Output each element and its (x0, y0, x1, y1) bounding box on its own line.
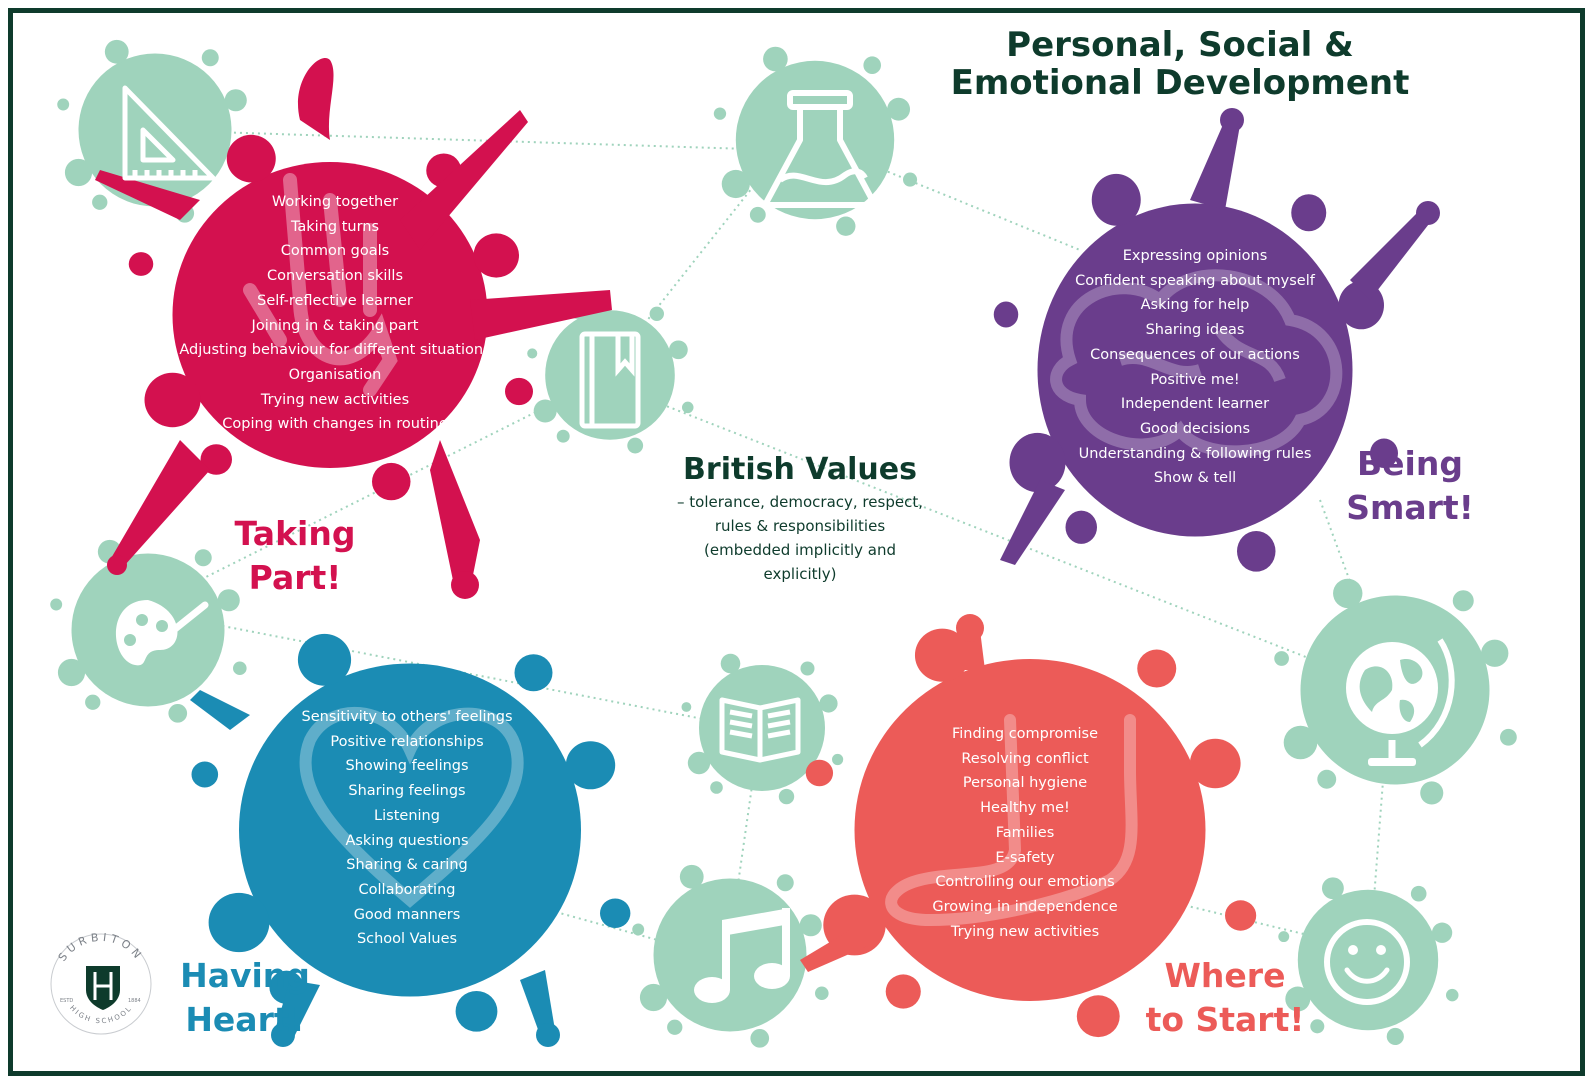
logo-year: 1884 (128, 998, 141, 1004)
taking-part-label: Taking Part! (200, 512, 390, 600)
list-item: Asking questions (345, 832, 469, 849)
list-item: Collaborating (358, 881, 456, 898)
splat-having-heart (190, 633, 631, 1047)
where-to-start-label-line-1: Where (1164, 956, 1286, 995)
where-to-start-label-line-2: to Start! (1145, 1000, 1305, 1039)
list-item: Asking for help (1140, 297, 1250, 314)
list-item: Organisation (288, 366, 382, 383)
school-logo: SURBITON HIGH SCHOOL ESTD 1884 (50, 931, 152, 1035)
list-item: Trying new activities (950, 923, 1100, 940)
smiley-icon (1324, 919, 1410, 1005)
list-item: Understanding & following rules (1078, 445, 1312, 462)
list-item: Sensitivity to others' feelings (301, 709, 513, 725)
foot-icon (885, 714, 1138, 927)
icon-splat-music (632, 864, 829, 1048)
flask-icon (762, 90, 878, 208)
page-title: Personal, Social & Emotional Development (940, 26, 1420, 102)
list-item: Good manners (353, 906, 461, 923)
being-smart-label: Being Smart! (1320, 442, 1500, 530)
logo-name-text: SURBITON (56, 931, 146, 964)
list-item: Sharing & caring (346, 857, 468, 874)
page-frame (8, 8, 1585, 1076)
list-item: E-safety (995, 849, 1055, 866)
list-item: Sharing feelings (348, 783, 466, 800)
open-book-icon (719, 697, 801, 763)
list-item: Conversation skills (266, 268, 404, 285)
having-heart-label-line-1: Having (180, 956, 310, 995)
music-note-icon (694, 908, 790, 1003)
school-crest (86, 966, 120, 1010)
list-item: Show & tell (1153, 470, 1237, 487)
book-icon (579, 331, 641, 429)
list-item: School Values (356, 931, 458, 948)
splat-where-to-start (800, 614, 1257, 1038)
title-line-1: Personal, Social & (1006, 25, 1354, 65)
set-square-icon (122, 85, 216, 181)
list-item: Growing in independence (932, 898, 1118, 915)
splat-being-smart (993, 108, 1440, 572)
list-item: Joining in & taking part (251, 317, 419, 334)
list-item: Trying new activities (260, 391, 410, 408)
heart-icon (299, 706, 524, 908)
brain-icon (1050, 269, 1343, 458)
list-item: Positive relationships (330, 733, 484, 750)
splat-taking-part (95, 58, 612, 599)
list-item: Finding compromise (951, 726, 1099, 742)
list-item: Expressing opinions (1122, 248, 1268, 264)
list-item: Common goals (280, 243, 390, 260)
hand-icon (243, 173, 398, 397)
british-values-title: British Values (683, 452, 917, 487)
logo-estd: ESTD (60, 998, 73, 1004)
having-heart-label-line-2: Heart! (185, 1000, 305, 1039)
list-item: Positive me! (1150, 371, 1240, 388)
list-item: Adjusting behaviour for different situat… (179, 342, 491, 359)
list-item: Healthy me! (980, 800, 1070, 817)
list-item: Families (995, 824, 1055, 841)
globe-icon (1346, 638, 1455, 766)
palette-icon (115, 600, 209, 666)
having-heart-label: Having Heart! (160, 954, 330, 1042)
taking-part-label-line-2: Part! (248, 558, 342, 597)
list-item: Coping with changes in routine (222, 416, 448, 433)
list-item: Sharing ideas (1145, 322, 1245, 339)
list-item: Controlling our emotions (935, 874, 1115, 891)
list-item: Showing feelings (345, 758, 469, 775)
where-to-start-label: Where to Start! (1130, 954, 1320, 1042)
list-item: Consequences of our actions (1090, 346, 1300, 363)
british-values-text: – tolerance, democracy, respect, rules &… (677, 493, 923, 583)
title-line-2: Emotional Development (950, 63, 1410, 103)
list-item: Listening (374, 807, 440, 824)
list-item: Working together (271, 194, 399, 210)
list-item: Personal hygiene (962, 775, 1088, 792)
logo-sub-text: HIGH SCHOOL (68, 1004, 134, 1025)
being-smart-label-line-1: Being (1357, 444, 1463, 483)
list-item: Independent learner (1120, 396, 1270, 413)
list-item: Resolving conflict (961, 750, 1089, 767)
list-item: Confident speaking about myself (1075, 272, 1315, 289)
taking-part-label-line-1: Taking (234, 514, 356, 553)
list-item: Taking turns (290, 218, 380, 235)
list-item: Good decisions (1139, 420, 1251, 437)
being-smart-label-line-2: Smart! (1346, 488, 1474, 527)
list-item: Self-reflective learner (257, 292, 413, 309)
